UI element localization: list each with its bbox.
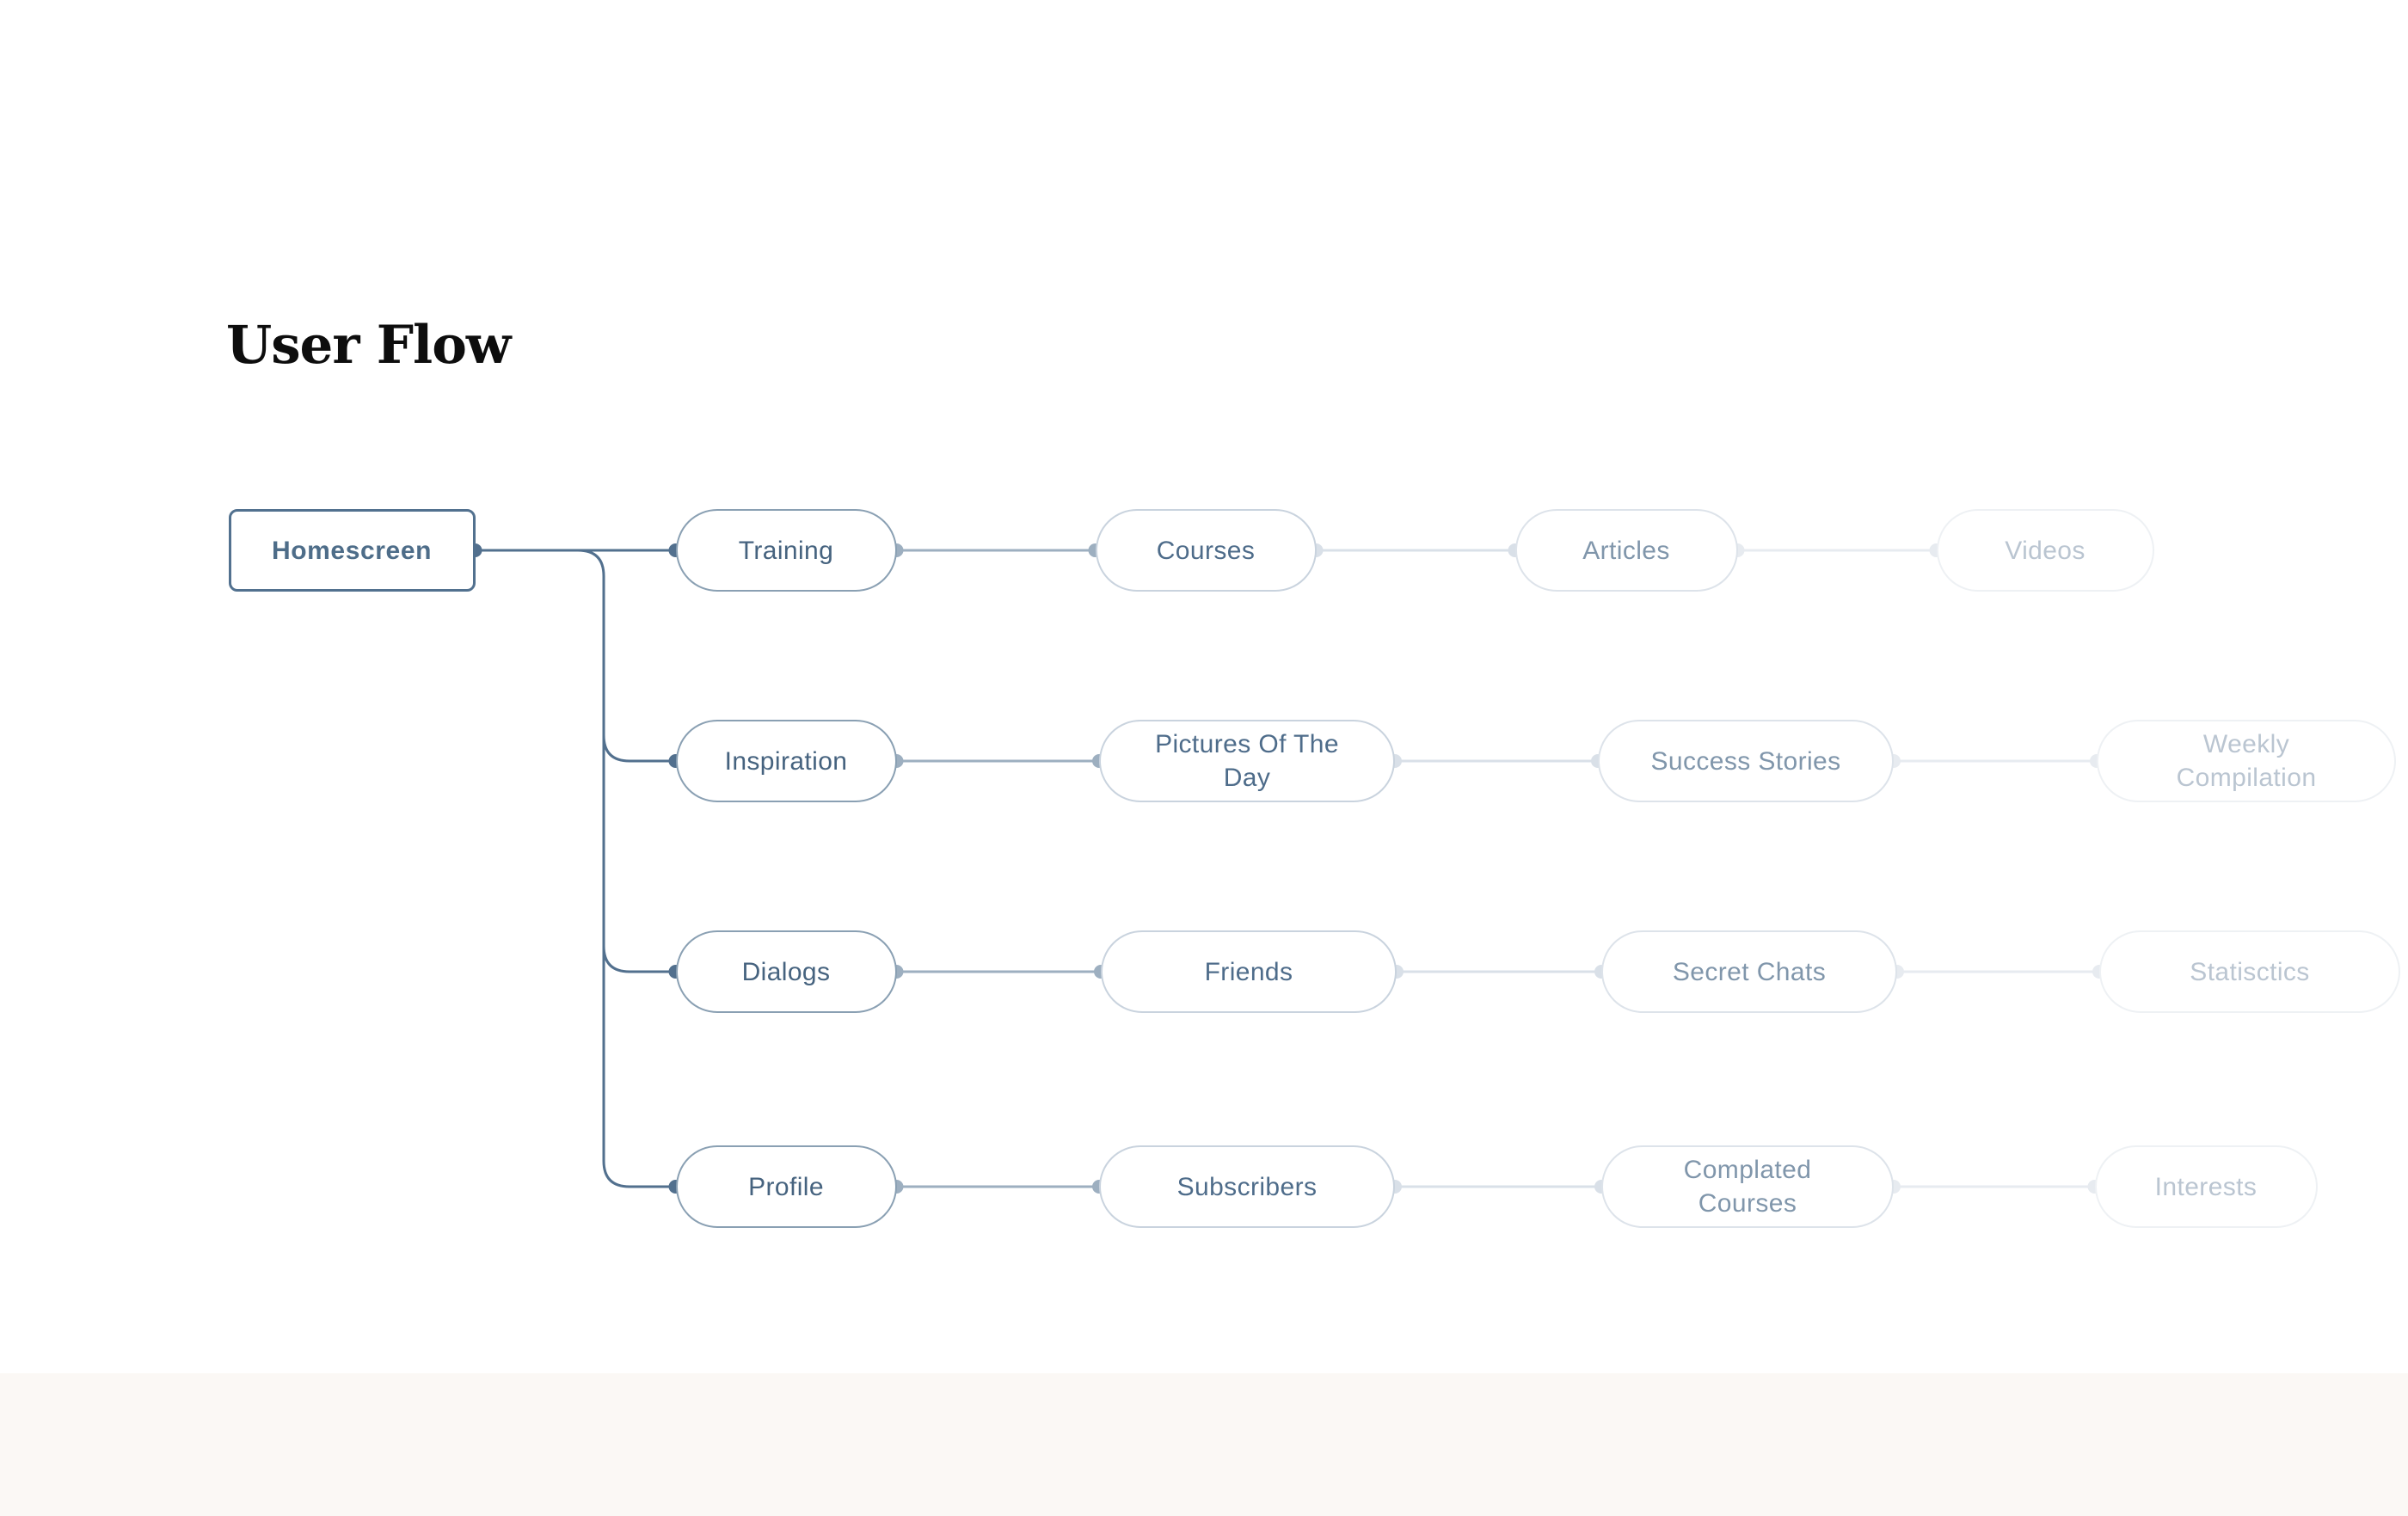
flow-node-subscribers: Subscribers bbox=[1099, 1145, 1395, 1228]
flow-node-friends: Friends bbox=[1101, 930, 1397, 1013]
flow-node-pictures-of-the-day: Pictures Of The Day bbox=[1099, 720, 1395, 802]
flow-node-success-stories: Success Stories bbox=[1598, 720, 1894, 802]
connector-elbow-row3 bbox=[602, 945, 676, 973]
flow-node-inspiration: Inspiration bbox=[675, 720, 897, 802]
page-title: User Flow bbox=[226, 315, 511, 376]
footer-band bbox=[0, 1373, 2408, 1516]
flow-node-interests: Interests bbox=[2094, 1145, 2318, 1228]
flow-node-videos: Videos bbox=[1936, 509, 2154, 592]
flow-node-articles: Articles bbox=[1514, 509, 1738, 592]
flow-node-homescreen: Homescreen bbox=[228, 509, 476, 592]
flow-node-statisctics: Statisctics bbox=[2099, 930, 2400, 1013]
flow-node-profile: Profile bbox=[675, 1145, 897, 1228]
flow-node-weekly-compilation: Weekly Compilation bbox=[2097, 720, 2396, 802]
flow-node-courses: Courses bbox=[1095, 509, 1317, 592]
connector-trunk bbox=[577, 549, 676, 1188]
flow-node-complated-courses: Complated Courses bbox=[1601, 1145, 1894, 1228]
flow-node-secret-chats: Secret Chats bbox=[1601, 930, 1897, 1013]
flow-node-training: Training bbox=[675, 509, 897, 592]
connector-elbow-row2 bbox=[602, 734, 676, 763]
flow-node-dialogs: Dialogs bbox=[675, 930, 897, 1013]
